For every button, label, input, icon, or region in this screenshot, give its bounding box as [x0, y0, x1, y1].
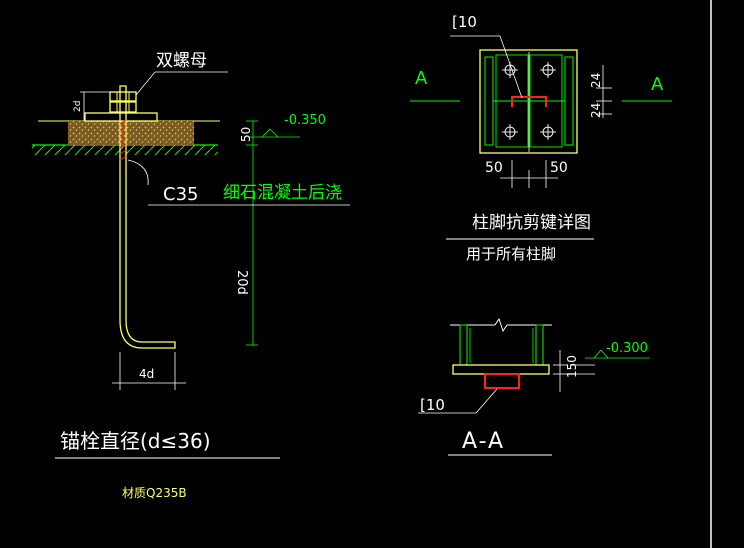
dim-50-label: 50	[239, 127, 253, 142]
anchor-bolt-detail: 2d 双螺母 -0.350 50 C35 细石混凝土后浇 20d 4d 锚栓直径…	[32, 51, 350, 500]
elevation-350-label: -0.350	[284, 113, 326, 128]
dim-20d-label: 20d	[234, 270, 249, 295]
elevation-300-label: -0.300	[606, 341, 648, 356]
grout-block	[68, 121, 194, 145]
lower-nut	[109, 101, 137, 113]
section-aa-title: A-A	[462, 429, 505, 454]
material-label: 材质Q235B	[122, 486, 187, 500]
base-plate	[84, 112, 158, 122]
dim-24-b: 24	[589, 73, 603, 88]
dim-4d-label: 4d	[139, 367, 154, 381]
column-base-plate	[479, 49, 578, 154]
shear-key-channel	[511, 96, 547, 107]
section-channel-label: [10	[420, 396, 445, 414]
shear-key-plan: A A [10 24 24	[410, 13, 672, 263]
dim-150-label: 150	[565, 355, 579, 378]
dim-50-left: 50	[485, 160, 503, 176]
shear-key-subtitle: 用于所有柱脚	[466, 245, 556, 263]
section-mark-left: A	[415, 68, 428, 89]
grout-label: 细石混凝土后浇	[223, 183, 342, 203]
ground-hatch	[32, 145, 218, 155]
section-aa: 150 -0.300 [10 A-A	[418, 317, 650, 456]
section-shear-key	[484, 373, 520, 389]
concrete-grade-label: C35	[163, 184, 198, 205]
dim-2d-label: 2d	[73, 101, 83, 112]
plan-channel-label: [10	[452, 13, 477, 31]
anchor-bolt-shank	[119, 85, 176, 349]
anchor-bolt-title: 锚栓直径(d≤36)	[60, 429, 211, 453]
shear-key-title: 柱脚抗剪键详图	[472, 213, 591, 233]
dim-50-right: 50	[550, 160, 568, 176]
section-base-plate	[452, 364, 550, 375]
section-mark-right: A	[651, 74, 664, 95]
upper-nut	[109, 91, 137, 102]
bolt-embed-hatch	[119, 119, 127, 161]
dim-24-a: 24	[589, 103, 603, 118]
double-nut-label: 双螺母	[156, 51, 207, 71]
